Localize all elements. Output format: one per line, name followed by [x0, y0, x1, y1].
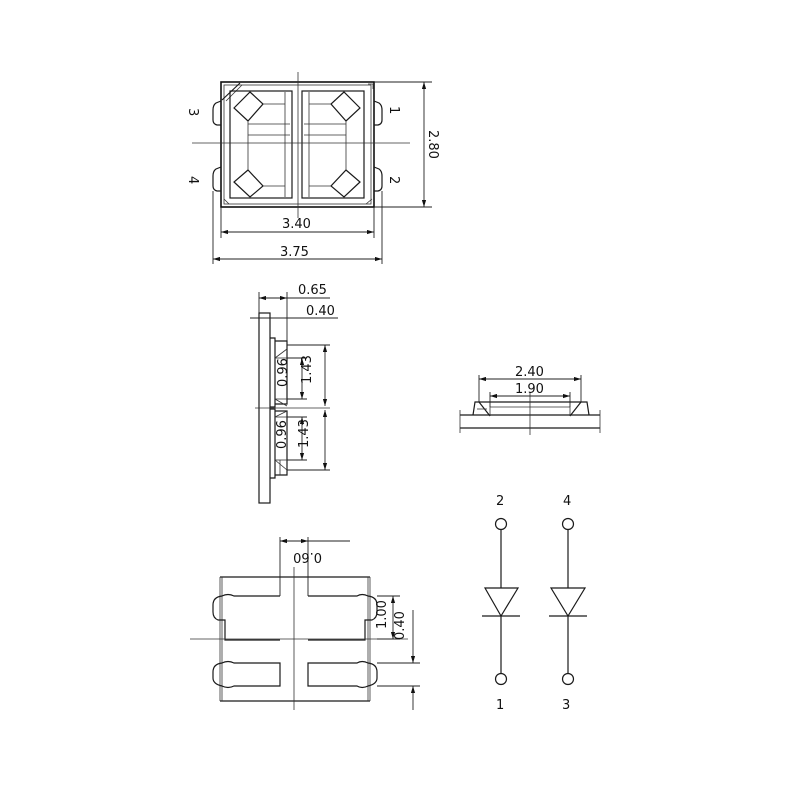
pad-lower-right: [307, 660, 378, 689]
dim-overall-width: 3.75: [280, 245, 309, 260]
lead-pin-3: [212, 100, 222, 126]
lead-pin-2: [373, 166, 383, 192]
diode-a-bottom-pin: 1: [496, 698, 504, 713]
dim-upper-outer: 1.43: [300, 355, 315, 384]
pad-lower-left: [212, 660, 281, 689]
side-view: 0.65 0.40 0.96 1.43 0.96 1.43: [250, 283, 338, 504]
front-view: 2.40 1.90: [459, 365, 601, 435]
diode-a-top-pin: 2: [496, 494, 504, 509]
left-cavity: [229, 90, 293, 199]
dim-lower-outer: 1.43: [297, 419, 312, 448]
pad-upper-right: [308, 593, 378, 641]
diode-symbol-b: 4 3: [549, 494, 587, 713]
dim-height: 2.80: [425, 130, 440, 159]
diode-b-bottom-pin: 3: [562, 698, 570, 713]
dim-pad-height: 1.00: [375, 600, 390, 629]
schematic: 2 1 4 3: [482, 494, 587, 713]
dim-thickness: 0.65: [298, 283, 327, 298]
pin-label-3: 3: [185, 108, 200, 116]
footprint-view: 0.60 1.00 0.40: [190, 537, 420, 710]
package-body-inner: [223, 84, 372, 205]
dim-body-width: 3.40: [282, 217, 311, 232]
diode-b-top-pin: 4: [563, 494, 571, 509]
top-view: 3 4 1 2 2.80 3.40 3.75: [185, 72, 440, 264]
right-cavity: [301, 90, 365, 199]
front-body: [472, 401, 590, 416]
dim-upper-inner: 0.96: [276, 358, 291, 387]
pin-label-4: 4: [185, 176, 200, 184]
dim-front-outer: 2.40: [515, 365, 544, 380]
lead-pin-1: [373, 100, 383, 126]
diode-symbol-a: 2 1: [482, 494, 520, 713]
pin-label-1: 1: [386, 106, 401, 114]
pad-upper-left: [212, 593, 280, 641]
side-lens-lower: [275, 410, 288, 476]
package-body-outline: [220, 81, 375, 208]
dim-pad-spacing: 0.40: [393, 611, 408, 640]
lead-pin-4: [212, 166, 222, 192]
dim-pad-gap: 0.60: [293, 549, 322, 564]
dim-lower-inner: 0.96: [275, 420, 290, 449]
dim-lead: 0.40: [306, 304, 335, 319]
side-lens-upper: [275, 340, 288, 405]
dim-front-inner: 1.90: [515, 382, 544, 397]
pin-label-2: 2: [386, 176, 401, 184]
